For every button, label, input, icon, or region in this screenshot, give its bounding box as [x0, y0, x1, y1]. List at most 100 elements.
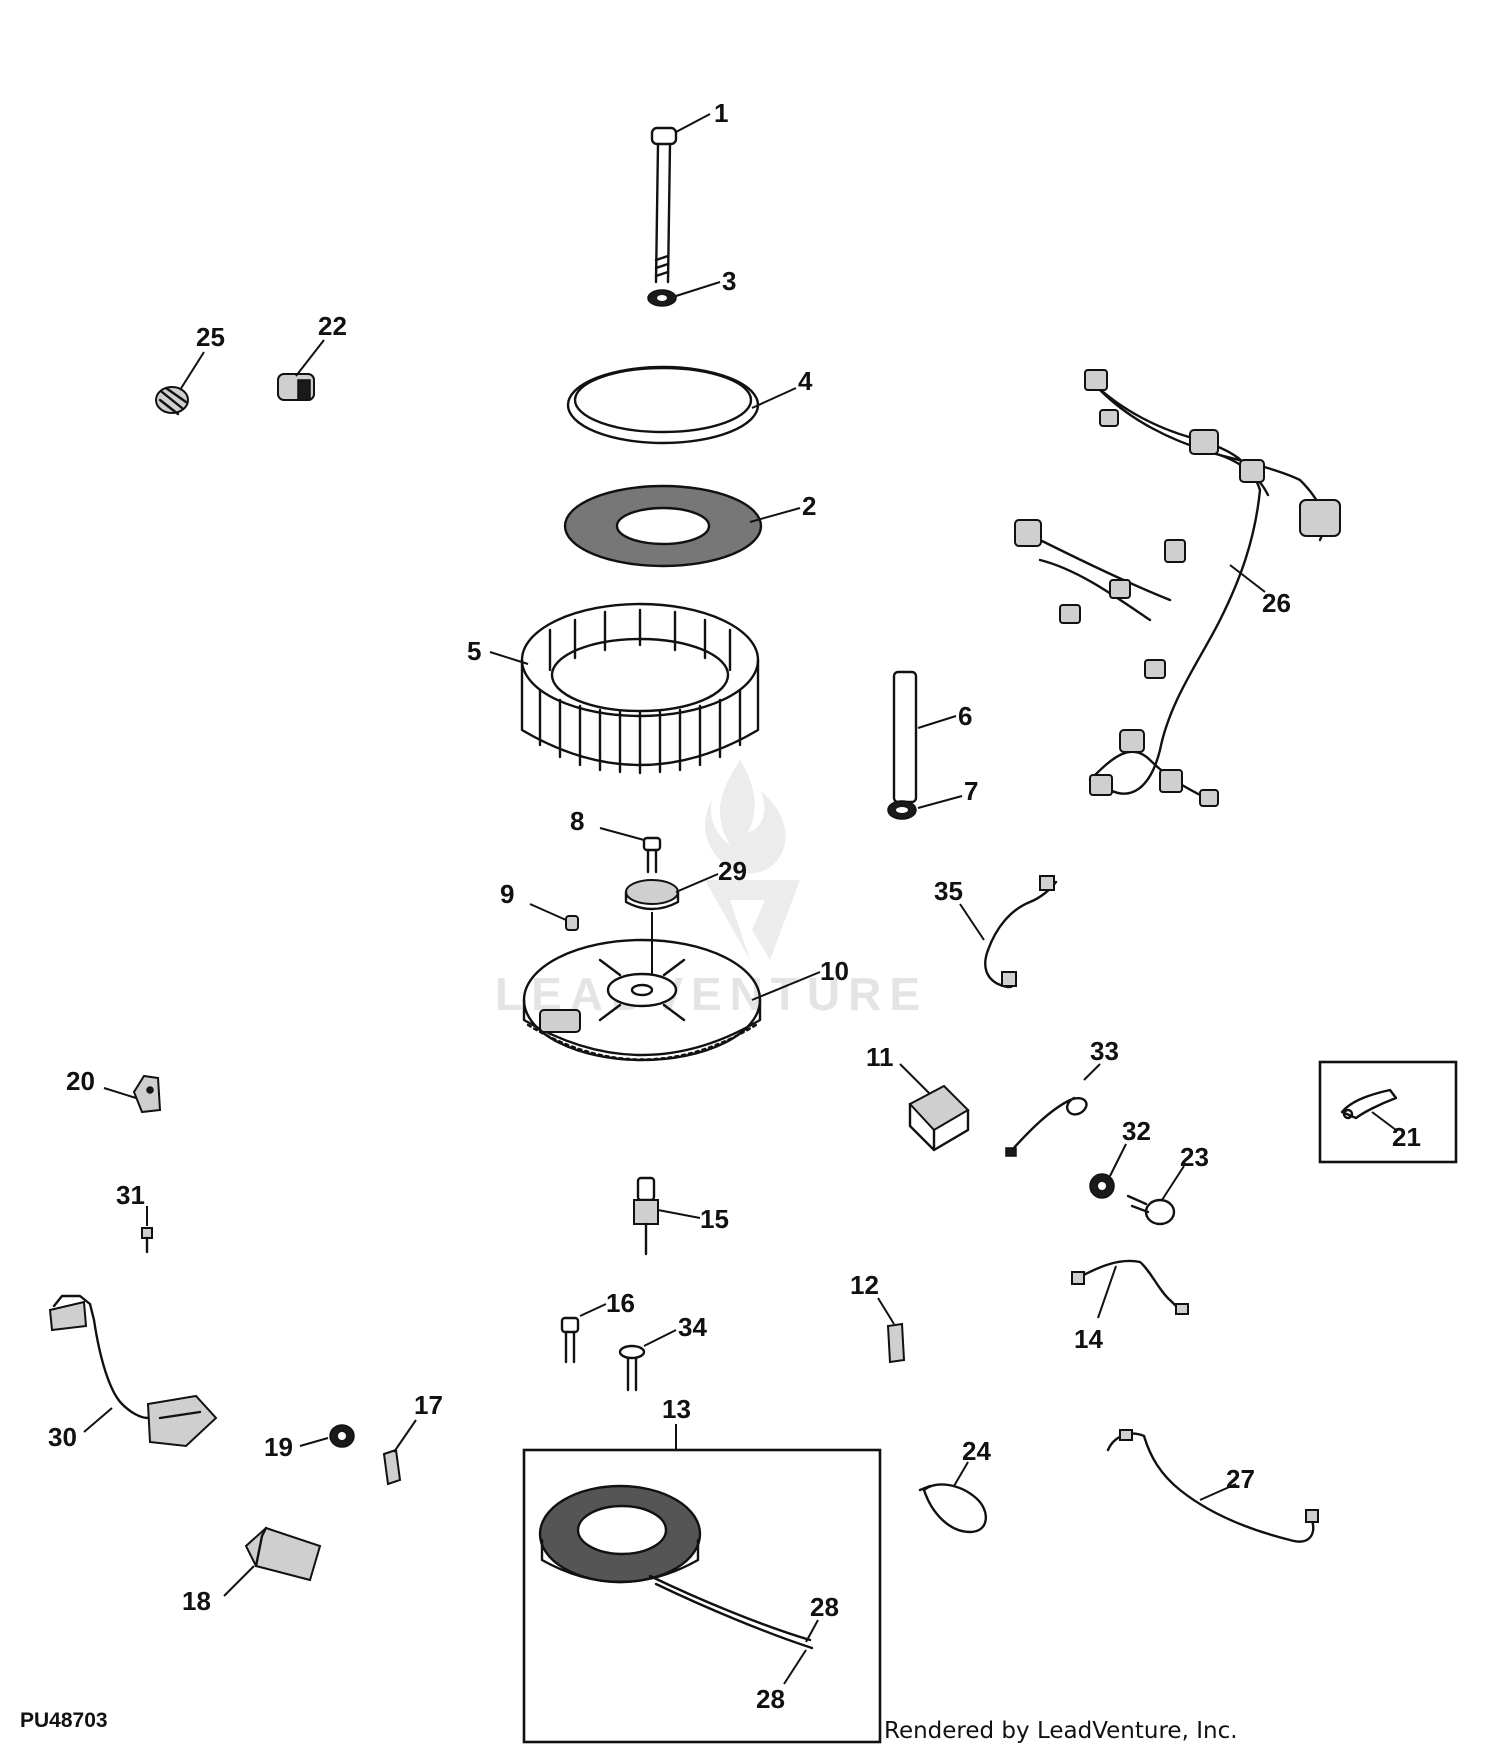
- leader-9: [529, 903, 567, 921]
- callout-30: 30: [48, 1422, 77, 1452]
- part-23-screw: [1126, 1194, 1176, 1226]
- callout-31: 31: [116, 1180, 145, 1210]
- part-1-bolt: [650, 126, 678, 284]
- part-29-washer: [624, 879, 680, 911]
- callout-1: 1: [714, 98, 728, 128]
- part-22-clip: [277, 373, 315, 401]
- leader-35: [959, 903, 985, 941]
- leader-19: [299, 1437, 329, 1447]
- part-10-flywheel: [522, 938, 762, 1062]
- part-18-block: [244, 1526, 322, 1582]
- leader-1: [675, 113, 711, 133]
- leader-11: [899, 1063, 931, 1095]
- callout-20: 20: [66, 1066, 95, 1096]
- leader-26: [1229, 564, 1266, 593]
- leader-17: [393, 1419, 417, 1453]
- callout-19: 19: [264, 1432, 293, 1462]
- part-7-washer: [887, 800, 917, 820]
- callout-32: 32: [1122, 1116, 1151, 1146]
- part-15-stud: [633, 1176, 659, 1256]
- leader-10: [751, 971, 821, 1001]
- part-24-wire: [918, 1483, 987, 1534]
- part-6-sleeve: [892, 670, 918, 804]
- part-35-wire: [984, 875, 1058, 989]
- part-30-coil: [48, 1294, 218, 1448]
- callout-15: 15: [700, 1204, 729, 1234]
- part-12-key: [886, 1322, 906, 1364]
- leader-33: [1083, 1063, 1101, 1081]
- part-14-wire: [1071, 1259, 1189, 1315]
- callout-8: 8: [570, 806, 584, 836]
- part-16-bolt: [560, 1316, 580, 1364]
- callout-3: 3: [722, 266, 736, 296]
- part-19-washer: [329, 1424, 355, 1448]
- leader-16: [579, 1303, 607, 1317]
- leader-28a: [805, 1619, 819, 1643]
- callout-33: 33: [1090, 1036, 1119, 1066]
- callout-9: 9: [500, 879, 514, 909]
- part-11-module: [908, 1084, 970, 1152]
- figure-id: PU48703: [20, 1709, 108, 1732]
- callout-13: 13: [662, 1394, 691, 1424]
- leader-3: [675, 281, 721, 297]
- part-34-pin: [618, 1344, 646, 1392]
- leader-2: [749, 507, 801, 523]
- leader-29: [675, 873, 719, 893]
- leader-28b: [783, 1649, 807, 1685]
- leader-14: [1097, 1265, 1117, 1319]
- leader-21: [1371, 1111, 1397, 1131]
- leader-18: [223, 1565, 255, 1597]
- leader-12: [877, 1297, 895, 1325]
- part-20-clip: [132, 1074, 162, 1114]
- part-25-fitting: [155, 386, 189, 416]
- part-21-box: [1318, 1060, 1458, 1164]
- watermark-logo: [705, 760, 800, 960]
- callout-28a: 28: [810, 1592, 839, 1622]
- leader-27: [1199, 1483, 1237, 1501]
- leader-4: [751, 387, 797, 409]
- callout-34: 34: [678, 1312, 707, 1342]
- callout-4: 4: [798, 366, 813, 396]
- callout-26: 26: [1262, 588, 1291, 618]
- leader-23: [1161, 1165, 1185, 1201]
- callout-24: 24: [962, 1436, 991, 1466]
- part-26-harness: [1014, 369, 1341, 807]
- callout-12: 12: [850, 1270, 879, 1300]
- leader-32: [1109, 1143, 1127, 1177]
- leader-30: [83, 1407, 113, 1433]
- part-8-bolt: [642, 836, 662, 874]
- part-2-screen: [563, 484, 763, 568]
- callout-23: 23: [1180, 1142, 1209, 1172]
- callout-6: 6: [958, 701, 972, 731]
- part-5-fan: [520, 602, 760, 775]
- callout-16: 16: [606, 1288, 635, 1318]
- render-credit: Rendered by LeadVenture, Inc.: [884, 1718, 1238, 1744]
- callout-7: 7: [964, 776, 978, 806]
- leader-25: [179, 351, 205, 391]
- leader-8: [599, 827, 645, 841]
- callout-25: 25: [196, 322, 225, 352]
- leader-22: [295, 339, 325, 377]
- callout-5: 5: [467, 636, 481, 666]
- leader-7: [917, 795, 963, 809]
- leader-20: [103, 1087, 137, 1099]
- callout-28b: 28: [756, 1684, 785, 1714]
- leader-24: [953, 1461, 969, 1487]
- part-27-wire: [1106, 1429, 1319, 1543]
- part-4-ring: [566, 365, 760, 445]
- callout-22: 22: [318, 311, 347, 341]
- part-31-screw: [141, 1227, 153, 1254]
- leader-6: [917, 715, 957, 729]
- part-3-washer: [647, 289, 677, 307]
- part-32-washer: [1089, 1173, 1115, 1199]
- leader-34: [643, 1329, 677, 1347]
- callout-14: 14: [1074, 1324, 1103, 1354]
- callout-11: 11: [866, 1042, 894, 1072]
- leader-5: [489, 651, 529, 665]
- part-17-clip: [382, 1448, 402, 1486]
- callout-21: 21: [1392, 1122, 1421, 1152]
- callout-29: 29: [718, 856, 747, 886]
- part-13-box: [522, 1448, 882, 1744]
